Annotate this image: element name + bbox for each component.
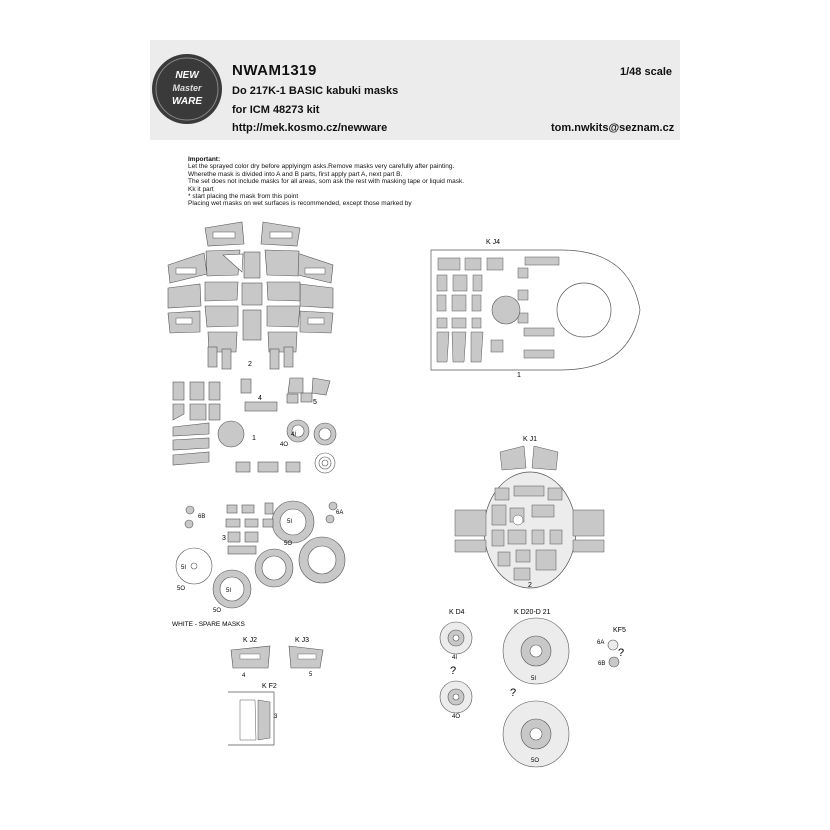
svg-text:6A: 6A [597,640,604,646]
instructions-block: Important: Let the sprayed color dry bef… [188,156,464,208]
svg-text:K D20-D 21: K D20-D 21 [514,609,551,616]
svg-text:4I: 4I [452,655,457,661]
svg-text:4: 4 [258,395,262,402]
svg-text:6B: 6B [598,661,605,667]
svg-text:5O: 5O [284,541,292,547]
label-2: 2 [248,361,252,368]
svg-text:3: 3 [222,535,226,542]
kf2-mask [228,691,275,746]
svg-text:4I: 4I [291,432,296,438]
side-window-masks [172,377,331,473]
svg-text:1: 1 [517,372,521,379]
svg-text:1: 1 [252,435,256,442]
svg-text:5: 5 [309,672,313,678]
white-spare-label: WHITE - SPARE MASKS [172,621,245,628]
kj1-canopy-mask [454,445,605,589]
svg-text:4: 4 [242,673,246,679]
product-title: Do 217K-1 BASIC kabuki masks [232,85,399,97]
svg-text:K J3: K J3 [295,637,309,644]
svg-text:5I: 5I [531,676,536,682]
svg-text:K J2: K J2 [243,637,257,644]
instruction-line: Let the sprayed color dry before applyin… [188,163,455,171]
kj4-nose-mask [430,249,641,371]
kd4-wheel-masks [439,621,473,714]
svg-text:K F2: K F2 [262,683,277,690]
wheel-masks [175,500,346,609]
svg-text:KF5: KF5 [613,627,626,634]
question-mark: ? [510,687,516,699]
product-code: NWAM1319 [232,62,317,79]
scale-label: 1/48 scale [620,66,672,78]
svg-text:5I: 5I [287,519,292,525]
question-mark: ? [450,665,456,677]
svg-text:K D4: K D4 [449,609,465,616]
svg-text:4O: 4O [280,442,288,448]
svg-text:K J1: K J1 [523,436,537,443]
svg-text:6B: 6B [198,514,205,520]
round-mask [217,420,245,448]
svg-text:4O: 4O [452,714,460,720]
instruction-line: * start placing the mask from this point [188,193,299,201]
email-link[interactable]: tom.nwkits@seznam.cz [551,122,675,134]
website-link[interactable]: http://mek.kosmo.cz/newware [232,122,388,134]
svg-text:5O: 5O [177,586,185,592]
svg-text:6A: 6A [336,510,343,516]
instruction-line: Wherethe mask is divided into A and B pa… [188,170,403,178]
svg-text:5: 5 [313,399,317,406]
header-band [150,40,680,140]
kit-reference: for ICM 48273 kit [232,104,320,116]
kd20-wheel-masks [502,617,570,768]
svg-text:2: 2 [528,582,532,589]
instruction-line: Kk it part [188,185,214,193]
instruction-line: Placing wet masks on wet surfaces is rec… [188,200,412,208]
svg-text:5O: 5O [531,758,539,764]
svg-text:K J4: K J4 [486,239,500,246]
brand-logo: NEW Master WARE [152,54,222,124]
svg-text:3: 3 [274,714,278,720]
logo-text-master: Master [172,83,202,93]
instruction-line: The set does not include masks for all a… [188,178,465,186]
logo-text-new: NEW [175,70,200,81]
svg-text:5O: 5O [213,608,221,614]
question-mark: ? [618,647,624,659]
svg-text:5I: 5I [181,565,186,571]
logo-text-ware: WARE [172,96,202,107]
kf5-masks [607,639,620,668]
instructions-heading: Important: [188,156,221,163]
svg-text:5I: 5I [226,588,231,594]
glazing-mask-cluster [167,221,334,370]
